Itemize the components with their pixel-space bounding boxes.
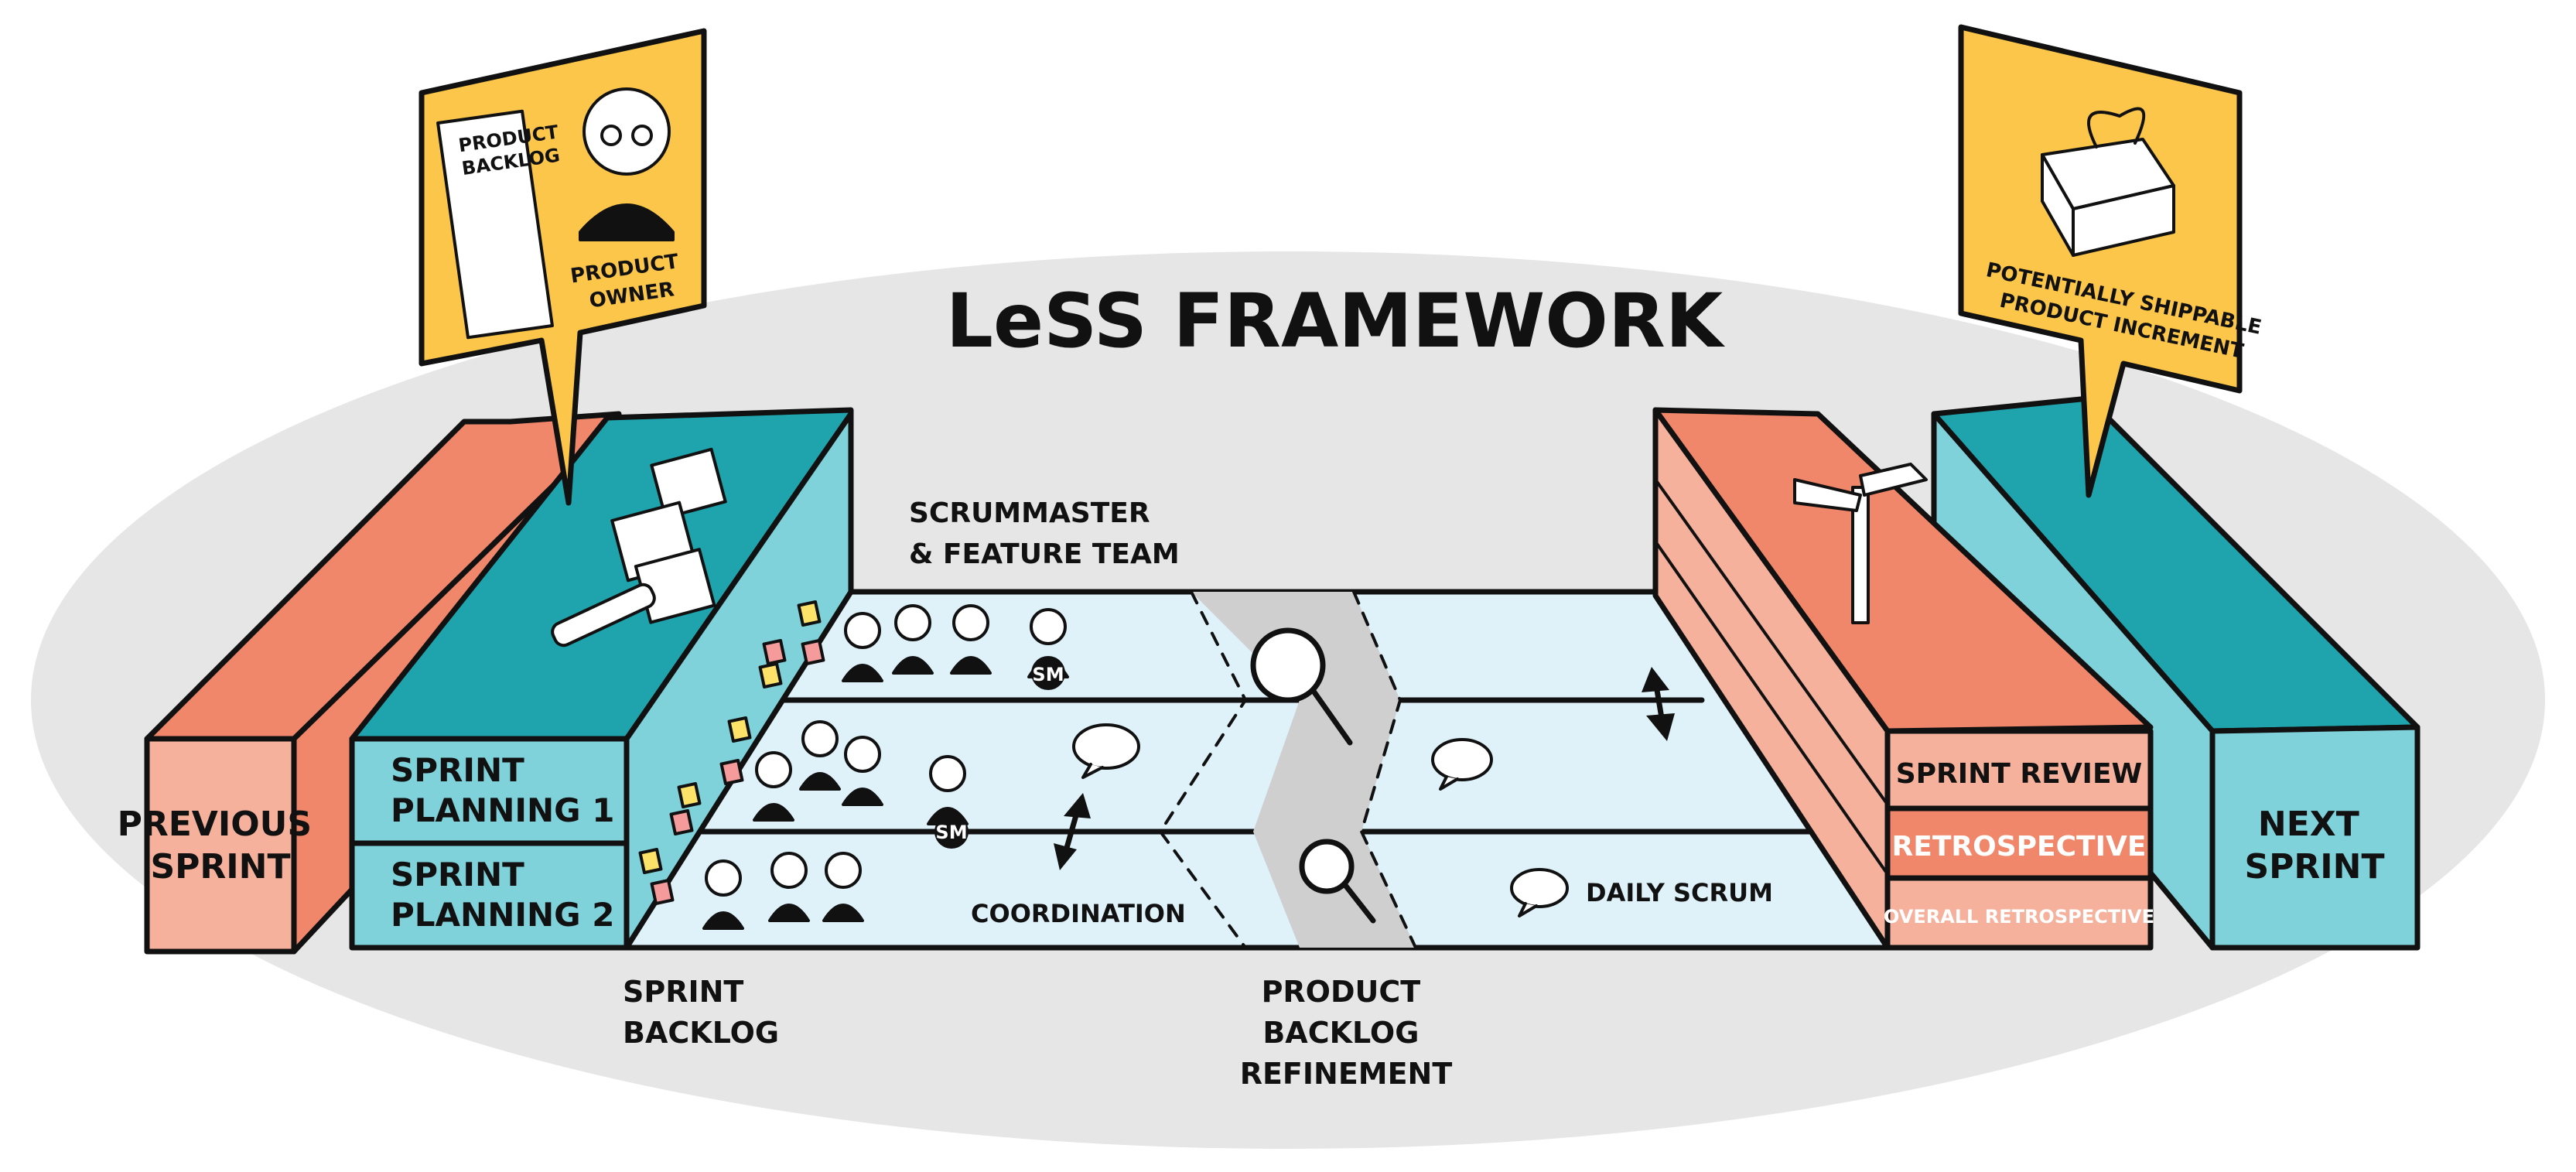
sticky-notes [638,600,825,906]
sprint-review-label: SPRINT REVIEW [1896,758,2143,790]
retrospective-label: RETROSPECTIVE [1892,831,2147,863]
next-sprint-label: NEXT SPRINT [2244,805,2384,887]
product-owner-sign: PRODUCT BACKLOG PRODUCT OWNER [419,28,707,506]
product-owner-icon [579,87,675,241]
sm-badge-lane1: SM [1031,656,1065,690]
previous-sprint-label: PREVIOUS SPRINT [118,805,324,887]
overall-retrospective-label: OVERALL RETROSPECTIVE [1884,906,2154,928]
sprint-planning-1-label: SPRINT PLANNING 1 [391,751,614,829]
shippable-increment-sign: POTENTIALLY SHIPPABLE PRODUCT INCREMENT [1958,24,2263,498]
daily-scrum-label: DAILY SCRUM [1586,878,1773,907]
sprint-backlog-label: SPRINT BACKLOG [623,975,779,1050]
scrummaster-team-label: SCRUMMASTER & FEATURE TEAM [909,497,1180,570]
coordination-label: COORDINATION [971,899,1186,928]
svg-text:SM: SM [1032,664,1064,685]
sprint-planning-block: SPRINT PLANNING 1 SPRINT PLANNING 2 [349,407,854,951]
refinement-zone [1191,592,1416,948]
coordination-arrow-icon-right [1642,667,1675,741]
magnifier-icon-lower [1299,839,1376,924]
sprint-lanes [624,589,1891,951]
sprint-planning-2-label: SPRINT PLANNING 2 [391,856,614,934]
magnifier-icon-upper [1250,627,1353,746]
diagram-title: LeSS FRAMEWORK [946,278,1726,364]
review-retrospective-block: SPRINT REVIEW RETROSPECTIVE OVERALL RETR… [1652,407,2154,951]
sm-badge-lane2: SM [934,815,969,849]
lane3-team-icon [702,852,864,930]
speech-bubble-icon-3 [1510,868,1569,917]
speech-bubble-icon-2 [1431,738,1493,791]
papers-and-marker-icon [551,447,727,648]
product-backlog-refinement-label: PRODUCT BACKLOG REFINEMENT [1240,975,1453,1091]
svg-text:SM: SM [935,822,967,843]
gift-box-icon [2041,107,2175,257]
team-members-icon: SM SM [702,604,1069,930]
coordination-arrow-icon [1054,793,1091,870]
signpost-icon [1793,463,1928,624]
speech-bubble-icon-1 [1072,723,1140,779]
